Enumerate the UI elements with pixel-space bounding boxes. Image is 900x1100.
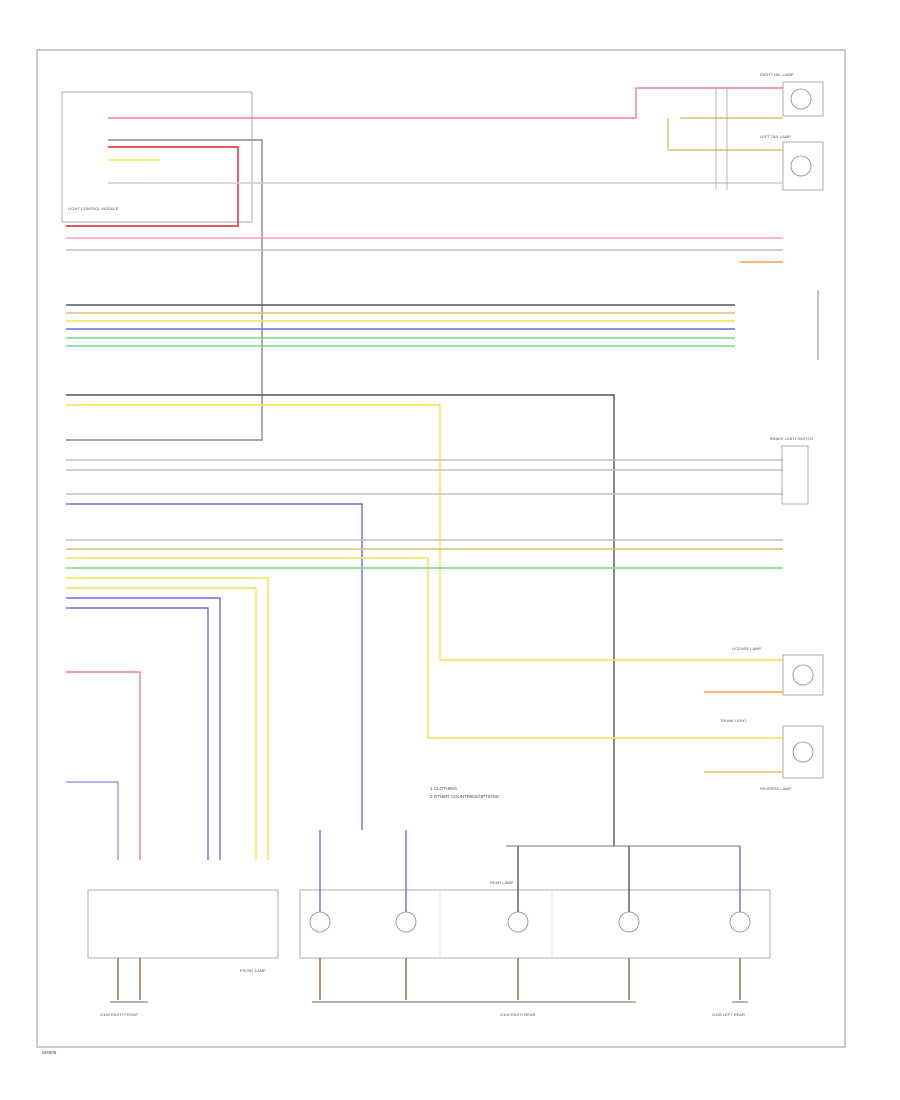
label-right-tail: RIGHT TAIL LAMP xyxy=(760,72,794,77)
license-lamp-box xyxy=(782,654,824,696)
label-footer-code: W4005 xyxy=(42,1050,57,1055)
legend-line-1: 1 CLOTHING xyxy=(430,786,458,791)
left-rear-lamp-icon xyxy=(792,741,814,763)
wire-dark-long xyxy=(66,394,615,846)
rear-lamp-module xyxy=(299,889,771,959)
brake-switch-box xyxy=(781,445,809,505)
left-rear-lamp-box xyxy=(782,725,824,779)
label-trunk: TRUNK LIGHT xyxy=(720,718,747,723)
legend-line-2: 2 OTHER COUNTRIES/OPTIONS xyxy=(430,794,499,799)
label-license: LICENSE LAMP xyxy=(732,646,761,651)
wire-orange-drop xyxy=(66,671,141,860)
wire-violet-drop xyxy=(66,781,119,860)
module-box-top xyxy=(61,91,253,223)
label-left-tail: LEFT TAIL LAMP xyxy=(760,134,791,139)
label-ground-right: G104 RIGHT REAR xyxy=(500,1012,536,1017)
right-front-lamp-icon xyxy=(790,88,812,110)
wire-blue-low-7 xyxy=(66,597,221,860)
lamp-icon-5 xyxy=(729,911,751,933)
label-ground-far-right: G105 LEFT REAR xyxy=(712,1012,745,1017)
left-front-lamp-box xyxy=(782,141,824,191)
wire-yellow-low-3 xyxy=(66,557,783,739)
lamp-icon-2 xyxy=(395,911,417,933)
label-front-lamp: FRONT LAMP xyxy=(240,968,266,973)
lamp-icon-3 xyxy=(507,911,529,933)
label-rear-lamp: REAR LAMP xyxy=(490,880,513,885)
wire-red-loop xyxy=(66,146,239,227)
wire-blue-down xyxy=(66,503,363,830)
lamp-icon-4 xyxy=(618,911,640,933)
label-module-left: LIGHT CONTROL MODULE xyxy=(68,206,119,211)
label-ground-left: G103 RIGHT FRONT xyxy=(100,1012,139,1017)
wire-yellow-low-5 xyxy=(66,577,269,860)
wire-yellow-low-6 xyxy=(66,587,257,860)
label-brake-switch: BRAKE LIGHT SWITCH xyxy=(770,436,813,441)
wire-yellow-long xyxy=(66,404,783,661)
right-front-lamp-box xyxy=(782,81,824,117)
front-lamp-module xyxy=(87,889,279,959)
wire-gray-loop xyxy=(66,139,263,441)
label-reverse: REVERSE LAMP xyxy=(760,786,791,791)
wire-pink-top xyxy=(108,87,783,119)
license-lamp-icon xyxy=(792,664,814,686)
left-front-lamp-icon xyxy=(790,155,812,177)
lamp-icon-1 xyxy=(309,911,331,933)
wire-blue-low-8 xyxy=(66,607,209,860)
diagram-frame xyxy=(36,49,846,1048)
